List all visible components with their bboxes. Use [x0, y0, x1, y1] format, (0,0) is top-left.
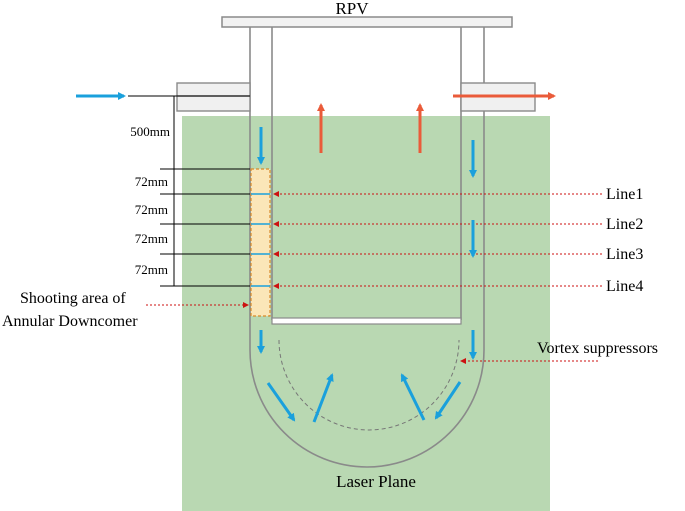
shooting-area-ticks — [251, 193, 270, 287]
line4-label: Line4 — [606, 278, 643, 295]
dimension-guides — [128, 95, 250, 287]
shooting-area — [250, 168, 271, 317]
laser-plane-region — [182, 116, 550, 511]
line-leaders — [146, 191, 602, 364]
vortex-suppressors-label: Vortex suppressors — [537, 340, 658, 357]
vessel-walls — [249, 27, 485, 468]
dim-label-72-d: 72mm — [135, 262, 168, 277]
outflow-arrows — [317, 92, 556, 153]
dim-label-72-c: 72mm — [135, 231, 168, 246]
inflow-arrows — [76, 92, 477, 423]
vortex-suppressor-arc — [278, 339, 460, 431]
line2-label: Line2 — [606, 216, 643, 233]
line1-label: Line1 — [606, 186, 643, 203]
inlet-nozzle — [176, 82, 251, 112]
dim-label-500: 500mm — [130, 124, 170, 139]
shooting-area-label-2: Annular Downcomer — [2, 313, 138, 330]
laser-plane-label: Laser Plane — [336, 472, 416, 491]
shooting-area-label-1: Shooting area of — [20, 290, 126, 307]
plenum-arrow-right-up — [400, 373, 426, 421]
top-flange — [221, 16, 513, 28]
rpv-title: RPV — [335, 0, 369, 18]
plenum-arrow-right-down — [434, 381, 462, 420]
dim-label-72-a: 72mm — [135, 174, 168, 189]
plenum-arrow-left-down — [266, 382, 296, 422]
dim-label-72-b: 72mm — [135, 202, 168, 217]
line3-label: Line3 — [606, 246, 643, 263]
core-barrel-bottom — [271, 317, 462, 325]
plenum-arrow-left-up — [312, 373, 334, 423]
